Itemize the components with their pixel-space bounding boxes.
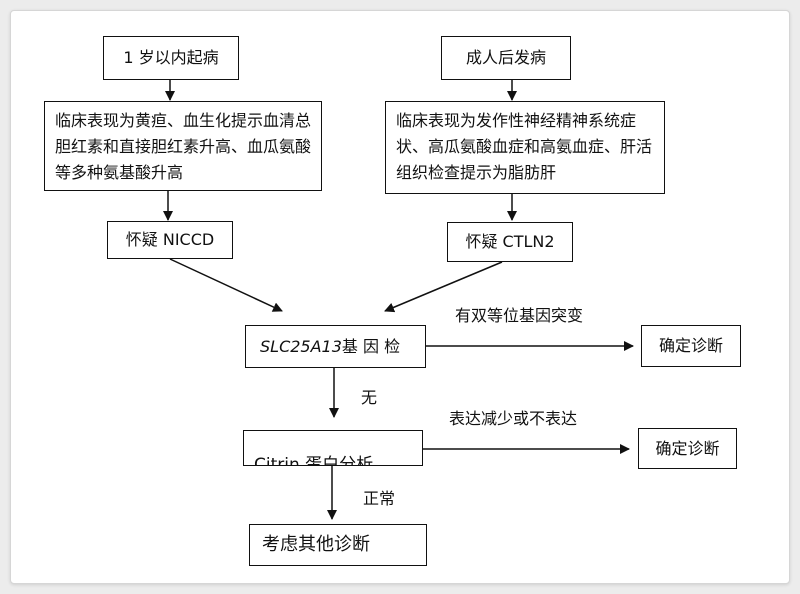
suspect-niccd-label: 怀疑 NICCD — [125, 230, 215, 249]
other-diagnosis-label: 考虑其他诊断 — [262, 534, 370, 555]
citrin-analysis-label: Citrin 蛋白分析 — [254, 455, 374, 466]
adult-onset-label: 成人后发病 — [465, 48, 546, 67]
normal-label: 正常 — [363, 489, 396, 508]
ctln2-presentation-text: 临床表现为发作性神经精神系统症状、高瓜氨酸血症和高氨血症、肝活组织检查提示为脂肪… — [396, 111, 653, 182]
niccd-presentation-box: 临床表现为黄疸、血生化提示血清总胆红素和直接胆红素升高、血瓜氨酸等多种氨基酸升高 — [44, 101, 322, 191]
suspect-ctln2-label: 怀疑 CTLN2 — [465, 232, 555, 251]
no-mutation-label: 无 — [361, 388, 378, 407]
infant-onset-box: 1 岁以内起病 — [103, 36, 239, 80]
infant-onset-label: 1 岁以内起病 — [123, 48, 219, 67]
other-diagnosis-box: 考虑其他诊断 — [249, 524, 427, 566]
gene-test-suffix: 基 因 检 — [341, 336, 401, 356]
biallelic-mutation-label: 有双等位基因突变 — [455, 306, 584, 325]
gene-name: SLC25A13 — [260, 336, 342, 356]
reduced-expression-label: 表达减少或不表达 — [449, 409, 578, 428]
niccd-presentation-text: 临床表现为黄疸、血生化提示血清总胆红素和直接胆红素升高、血瓜氨酸等多种氨基酸升高 — [55, 111, 312, 182]
gene-test-box: SLC25A13 基 因 检 — [245, 325, 426, 368]
arrow-niccd-to-gene-test — [169, 258, 283, 312]
confirm-diagnosis-box-2: 确定诊断 — [638, 428, 737, 469]
confirm-diagnosis-label-2: 确定诊断 — [655, 438, 720, 458]
adult-onset-box: 成人后发病 — [441, 36, 571, 80]
citrin-analysis-box: Citrin 蛋白分析 — [243, 430, 423, 466]
confirm-diagnosis-box-1: 确定诊断 — [641, 325, 741, 367]
arrow-ctln2-to-gene-test — [384, 261, 503, 313]
confirm-diagnosis-label-1: 确定诊断 — [658, 336, 723, 355]
suspect-niccd-box: 怀疑 NICCD — [107, 221, 233, 259]
suspect-ctln2-box: 怀疑 CTLN2 — [447, 222, 573, 262]
ctln2-presentation-box: 临床表现为发作性神经精神系统症状、高瓜氨酸血症和高氨血症、肝活组织检查提示为脂肪… — [385, 101, 665, 194]
